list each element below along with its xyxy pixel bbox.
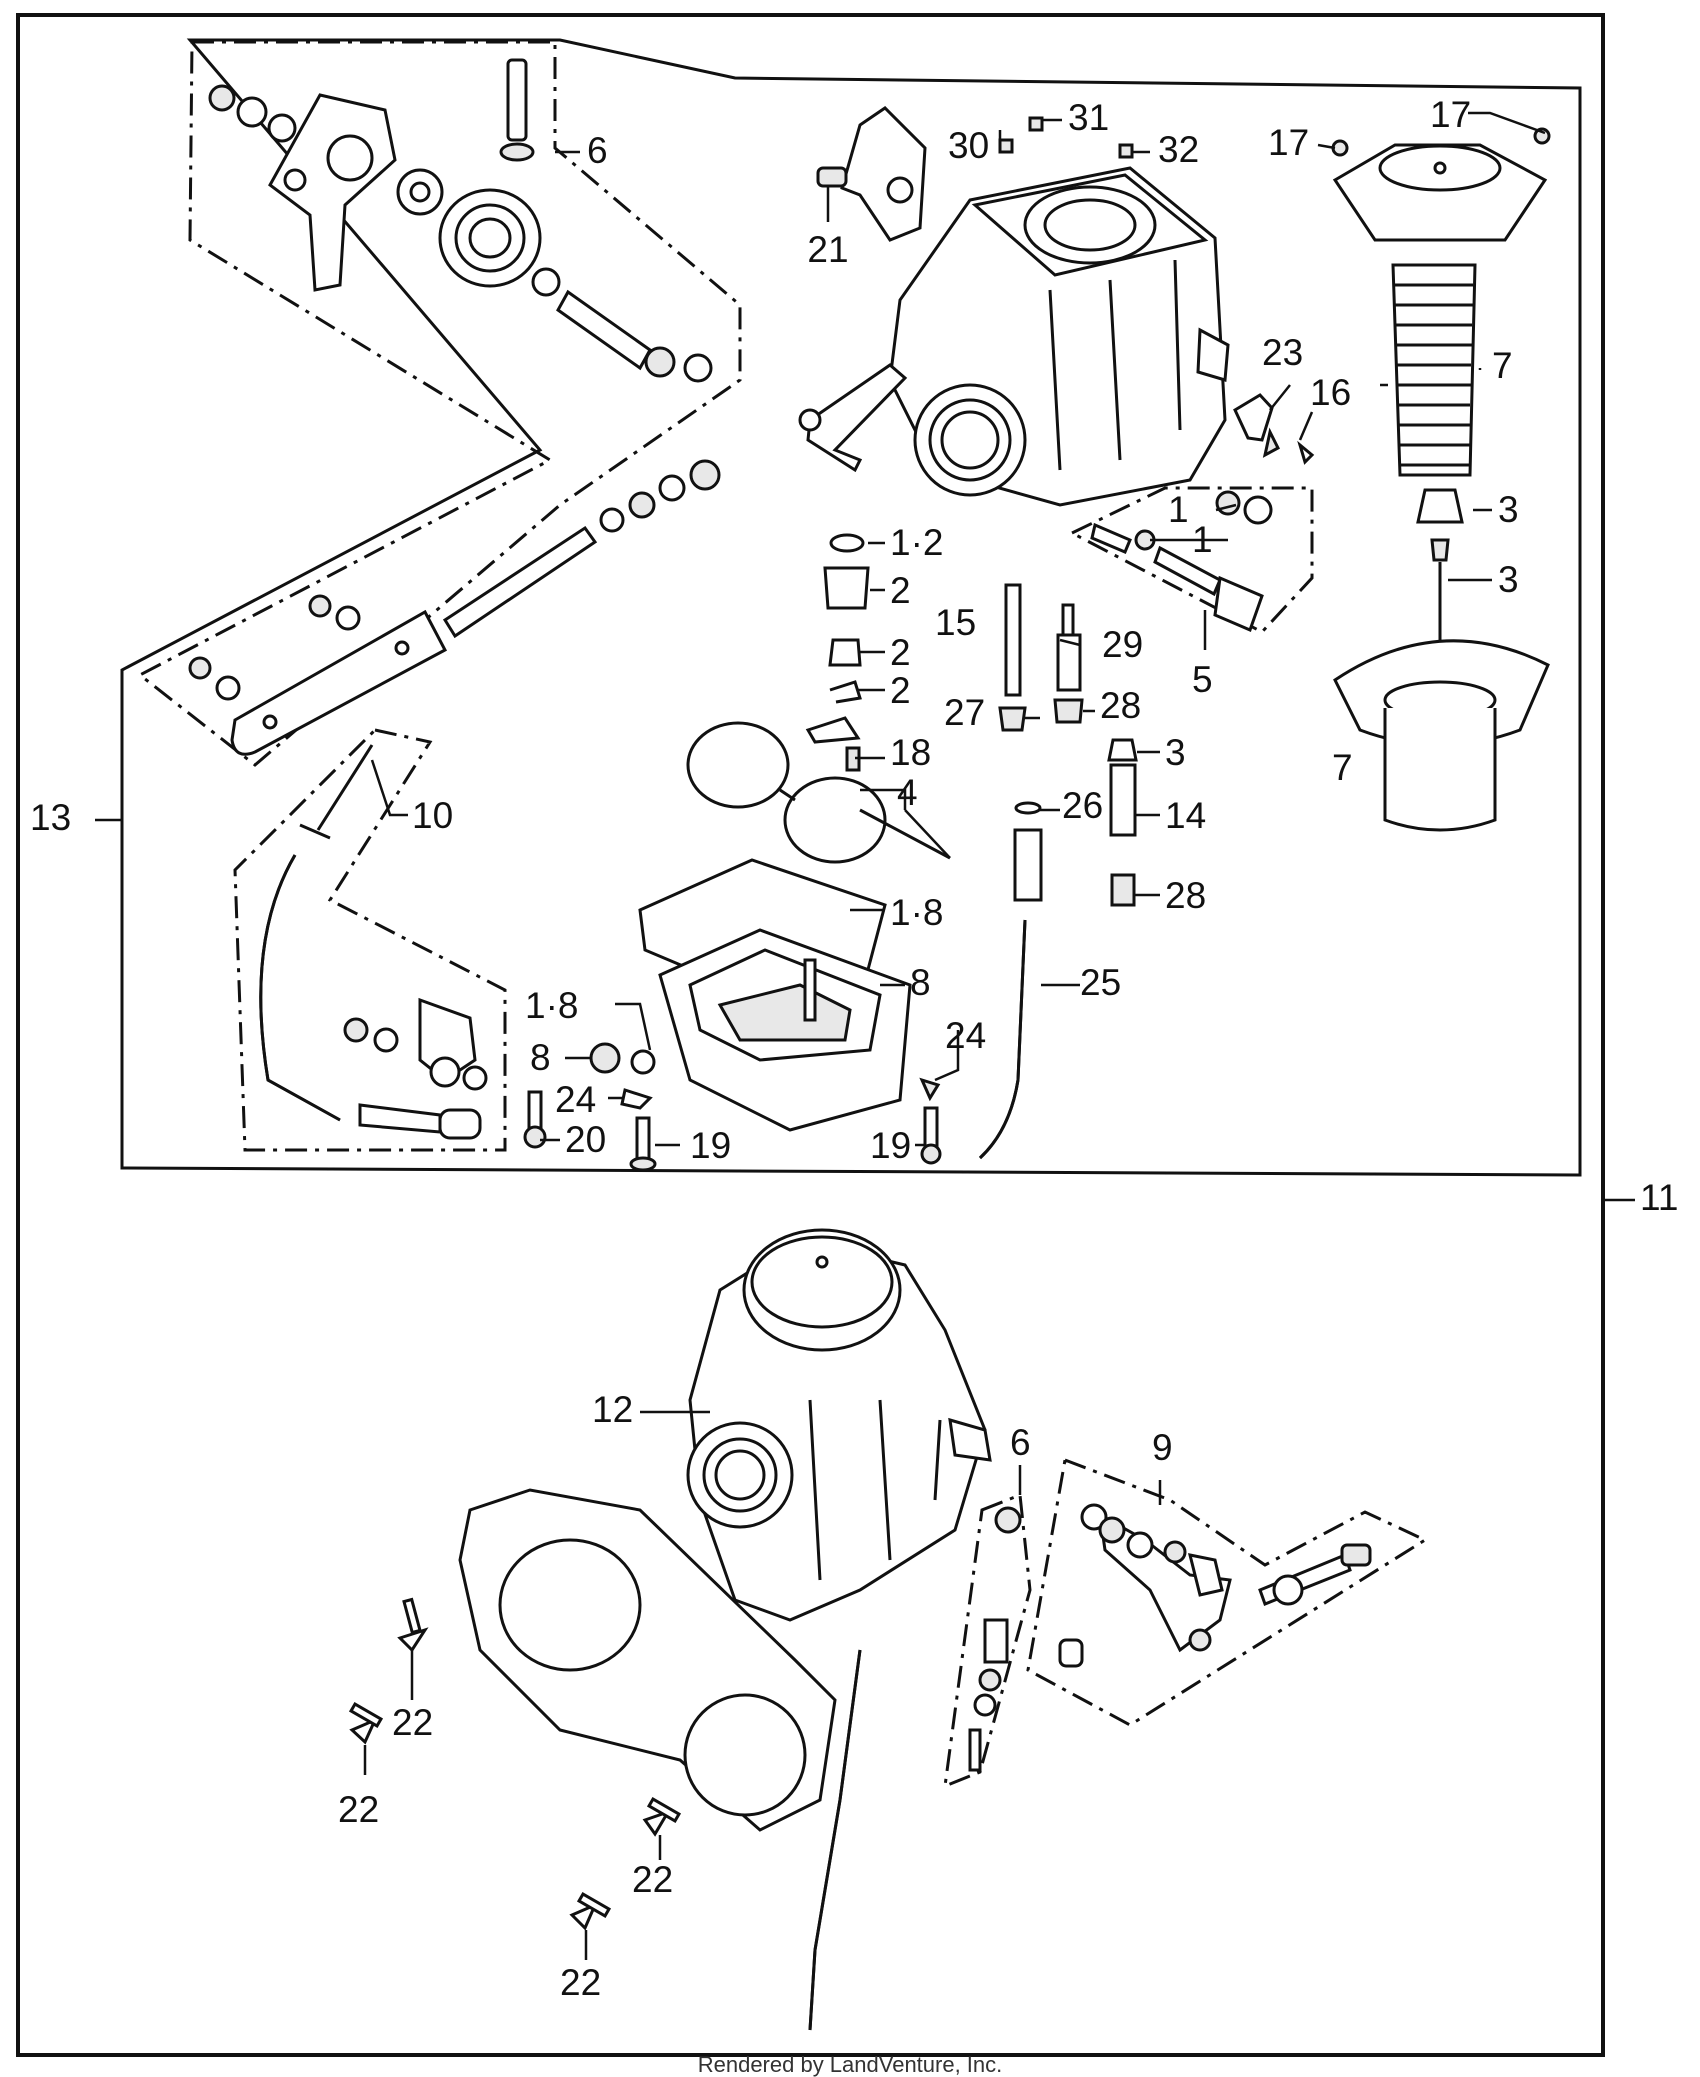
callout-23: 23	[1262, 332, 1303, 373]
air-screw-set-outline	[1068, 486, 1314, 634]
callout-3-needle: 3	[1498, 559, 1519, 600]
bracket-set	[1026, 1457, 1429, 1727]
callout-2-b: 2	[890, 632, 911, 673]
callout-7-bottom: 7	[1332, 747, 1353, 788]
callout-19-right: 19	[870, 1125, 911, 1166]
callout-19-left: 19	[690, 1125, 731, 1166]
callout-22-c: 22	[632, 1859, 673, 1900]
callout-13: 13	[30, 797, 71, 838]
assembled-carburetor	[686, 1228, 992, 2031]
callout-24-left: 24	[555, 1079, 596, 1120]
callout-22-d: 22	[560, 1962, 601, 2003]
linkage-parts	[188, 58, 721, 756]
callout-6-bottom: 6	[1010, 1422, 1031, 1463]
carburetor-body-top	[798, 106, 1315, 507]
linkage-kit-outline	[137, 40, 742, 767]
vacuum-piston-parts	[1331, 127, 1551, 832]
callout-31: 31	[1068, 97, 1109, 138]
callout-3-lower: 3	[1165, 732, 1186, 773]
callout-1-8-drain: 1·8	[525, 985, 578, 1026]
callout-11: 11	[1640, 1177, 1678, 1218]
leader-lines	[95, 111, 1635, 1960]
callout-1-8-gasket: 1·8	[890, 892, 943, 933]
callout-32: 32	[1158, 129, 1199, 170]
callout-27: 27	[944, 692, 985, 733]
callout-29: 29	[1102, 624, 1143, 665]
callout-10: 10	[412, 795, 453, 836]
callout-22-b: 22	[338, 1789, 379, 1830]
callout-24-right: 24	[945, 1015, 986, 1056]
callout-8-drain: 8	[530, 1037, 551, 1078]
callout-16: 16	[1310, 372, 1351, 413]
callout-21: 21	[807, 229, 848, 270]
callout-18: 18	[890, 732, 931, 773]
callout-26: 26	[1062, 785, 1103, 826]
callout-3-upper: 3	[1498, 489, 1519, 530]
callout-4: 4	[897, 772, 918, 813]
callout-30: 30	[948, 125, 989, 166]
air-screw-parts	[1090, 490, 1273, 633]
callout-2-a: 2	[890, 570, 911, 611]
lower-linkage-set	[943, 1492, 1032, 1789]
callout-1-2: 1·2	[890, 522, 943, 563]
callout-22-a: 22	[392, 1702, 433, 1743]
callout-8-bowl: 8	[910, 962, 931, 1003]
callout-9: 9	[1152, 1427, 1173, 1468]
callout-1-air-top: 1	[1168, 489, 1189, 530]
callout-labels: 6 21 30 31 32 17 17 23 16 7 3 3 7 1 1 5 …	[30, 94, 1678, 2003]
float-needle-parts	[686, 533, 951, 864]
callout-28-bottom: 28	[1165, 875, 1206, 916]
throttle-cable-kit-outline	[233, 728, 507, 1152]
callout-14: 14	[1165, 795, 1206, 836]
callout-28-top: 28	[1100, 685, 1141, 726]
assembly-outline	[120, 38, 1582, 1177]
jets-tube-parts	[978, 583, 1138, 1160]
float-bowl-parts	[523, 858, 942, 1172]
throttle-cable-parts	[259, 744, 488, 1140]
outer-frame	[16, 13, 1605, 2057]
callout-6-top: 6	[587, 130, 608, 171]
callout-15: 15	[935, 602, 976, 643]
callout-25: 25	[1080, 962, 1121, 1003]
callout-20: 20	[565, 1119, 606, 1160]
callout-5: 5	[1192, 659, 1213, 700]
insulator-plate	[458, 1488, 837, 1832]
callout-12: 12	[592, 1389, 633, 1430]
callout-17-right: 17	[1430, 94, 1471, 135]
callout-17-left: 17	[1268, 122, 1309, 163]
callout-1-air-lower: 1	[1192, 519, 1213, 560]
callout-2-c: 2	[890, 670, 911, 711]
mounting-screws	[348, 1597, 682, 1931]
callout-7-top: 7	[1492, 345, 1513, 386]
footer-credit: Rendered by LandVenture, Inc.	[698, 2052, 1003, 2077]
